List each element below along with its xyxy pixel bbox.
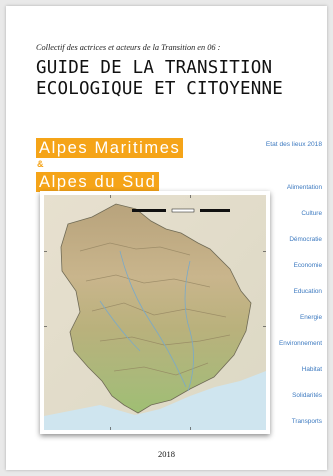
title-line-2: ECOLOGIQUE ET CITOYENNE xyxy=(36,79,283,99)
theme-link-education[interactable]: Education xyxy=(293,288,322,295)
theme-link-alimentation[interactable]: Alimentation xyxy=(286,184,322,191)
guide-title: GUIDE DE LA TRANSITION ECOLOGIQUE ET CIT… xyxy=(36,58,283,100)
theme-link-solidarites[interactable]: Solidarités xyxy=(292,392,322,399)
collective-subtitle: Collectif des actrices et acteurs de la … xyxy=(36,43,221,52)
theme-link-habitat[interactable]: Habitat xyxy=(301,366,322,373)
relief-map-graphic xyxy=(44,195,266,430)
scale-bars xyxy=(132,208,230,213)
region-alpes-du-sud: Alpes du Sud xyxy=(36,172,160,192)
theme-link-energie[interactable]: Energie xyxy=(299,314,322,321)
region-ampersand: & xyxy=(37,159,44,169)
theme-link-economie[interactable]: Economie xyxy=(293,262,322,269)
department-relief xyxy=(60,203,252,414)
region-alpes-maritimes: Alpes Maritimes xyxy=(36,138,184,158)
cover-page: Collectif des actrices et acteurs de la … xyxy=(6,6,327,470)
relief-map xyxy=(40,191,270,434)
publication-year: 2018 xyxy=(158,449,175,459)
etat-des-lieux-label: Etat des lieux 2018 xyxy=(265,141,322,148)
sea-area xyxy=(44,371,266,430)
theme-link-transports[interactable]: Transports xyxy=(291,418,322,425)
title-line-1: GUIDE DE LA TRANSITION xyxy=(36,58,273,78)
theme-link-democratie[interactable]: Démocratie xyxy=(289,236,322,243)
theme-link-culture[interactable]: Culture xyxy=(301,210,322,217)
theme-link-environnement[interactable]: Environnement xyxy=(279,340,322,347)
